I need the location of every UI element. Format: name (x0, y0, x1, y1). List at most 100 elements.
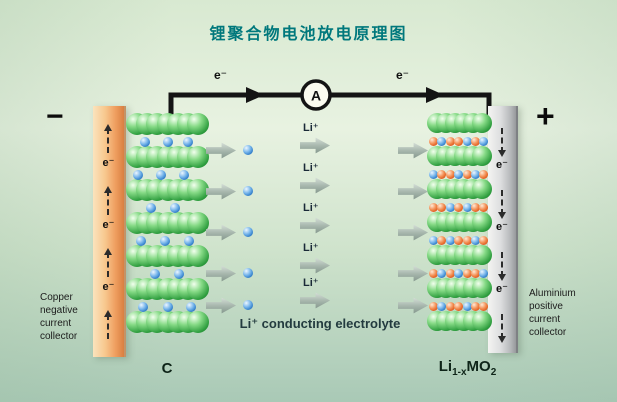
lithium-ion (150, 269, 160, 279)
transition-metal-ion (479, 203, 489, 212)
aluminium-electron-label: e⁻ (496, 221, 508, 233)
wire-electron-label-right: e⁻ (396, 68, 410, 82)
li-ion-label: Li⁺ (303, 122, 319, 134)
transition-metal-ion (437, 170, 447, 179)
oxide-sphere (472, 278, 492, 298)
lithium-ion (437, 137, 447, 146)
transition-metal-ion (445, 302, 455, 311)
transition-metal-ion (445, 137, 455, 146)
lithium-ion (136, 236, 146, 246)
transition-metal-ion (445, 269, 455, 278)
copper-current-collector (93, 106, 126, 357)
transition-metal-ion (429, 203, 438, 212)
electron-flow-arrow-up (104, 248, 112, 277)
cathode-formula-mid: MO (466, 358, 491, 375)
lithium-ion (454, 170, 464, 179)
wire-electron-label-left: e⁻ (214, 68, 228, 82)
transition-metal-ion (429, 302, 438, 311)
lithium-ion (471, 236, 480, 245)
oxide-sphere (472, 179, 492, 199)
transition-metal-ion (471, 302, 480, 311)
aluminium-electron-label: e⁻ (496, 283, 508, 295)
lithium-ion (183, 137, 193, 147)
transition-metal-ion (454, 236, 464, 245)
right-collector-caption: Aluminium positive current collector (529, 288, 576, 338)
lithium-ion (243, 268, 253, 278)
negative-terminal-sign: − (46, 100, 64, 133)
electron-flow-arrow-down (498, 314, 506, 343)
cathode-formula-base: Li (438, 358, 453, 375)
lithium-ion (471, 170, 480, 179)
transition-metal-ion (479, 170, 489, 179)
lithium-ion (138, 302, 148, 312)
transition-metal-ion (479, 236, 489, 245)
lithium-ion (479, 137, 489, 146)
lithium-ion (462, 302, 472, 311)
oxide-sphere (472, 146, 492, 166)
electron-flow-arrow-down (498, 128, 506, 157)
electron-flow-arrow-down (498, 190, 506, 219)
lithium-ion (243, 227, 253, 237)
copper-electron-label: e⁻ (102, 157, 115, 169)
li-ion-label: Li⁺ (303, 277, 319, 289)
transition-metal-ion (454, 137, 464, 146)
electron-flow-arrow-up (104, 310, 112, 339)
graphite-sphere (187, 311, 210, 333)
lithium-ion (429, 170, 438, 179)
lithium-ion (179, 170, 189, 180)
ammeter (300, 79, 332, 111)
electrolyte-label: Li⁺ conducting electrolyte (239, 316, 401, 331)
electron-flow-arrow-down (498, 252, 506, 281)
graphite-sphere (187, 146, 210, 168)
transition-metal-ion (462, 269, 472, 278)
ammeter-label: A (311, 88, 321, 104)
diagram-title: 锂聚合物电池放电原理图 (209, 26, 408, 43)
li-ion-label: Li⁺ (303, 242, 319, 254)
lithium-ion (170, 203, 180, 213)
graphite-sphere (187, 113, 210, 135)
lithium-ion (160, 236, 170, 246)
transition-metal-ion (479, 302, 489, 311)
lithium-ion (462, 203, 472, 212)
lithium-ion (186, 302, 196, 312)
oxide-sphere (472, 113, 492, 133)
lithium-ion (133, 170, 143, 180)
transition-metal-ion (462, 170, 472, 179)
cathode-formula-sub2: 2 (490, 367, 497, 378)
lithium-ion (445, 236, 455, 245)
lithium-ion (479, 269, 489, 278)
positive-terminal-sign: + (536, 98, 555, 134)
transition-metal-ion (462, 236, 472, 245)
graphite-sphere (187, 179, 210, 201)
lithium-ion (163, 137, 173, 147)
lithium-ion (184, 236, 194, 246)
lithium-ion (445, 203, 455, 212)
copper-electron-label: e⁻ (102, 281, 115, 293)
lithium-ion (243, 145, 253, 155)
li-ion-label: Li⁺ (303, 162, 319, 174)
aluminium-current-collector (488, 106, 518, 353)
lithium-ion (437, 302, 447, 311)
copper-electron-label: e⁻ (102, 219, 115, 231)
lithium-ion (462, 137, 472, 146)
electron-flow-arrowhead-right (426, 87, 444, 103)
aluminium-electron-label: e⁻ (496, 159, 508, 171)
lithium-ion (140, 137, 150, 147)
transition-metal-ion (454, 203, 464, 212)
transition-metal-ion (471, 269, 480, 278)
transition-metal-ion (437, 236, 447, 245)
transition-metal-ion (471, 137, 480, 146)
electron-flow-arrowhead-left (246, 87, 264, 103)
lithium-ion (429, 236, 438, 245)
oxide-sphere (472, 311, 492, 331)
electron-flow-arrow-up (104, 186, 112, 215)
cathode-formula: Li1-xMO2 (415, 358, 520, 378)
oxide-sphere (472, 245, 492, 265)
transition-metal-ion (429, 269, 438, 278)
graphite-sphere (187, 212, 210, 234)
lithium-ion (163, 302, 173, 312)
lithium-ion (146, 203, 156, 213)
transition-metal-ion (454, 302, 464, 311)
graphite-sphere (187, 278, 210, 300)
left-collector-caption: Copper negative current collector (40, 292, 78, 342)
